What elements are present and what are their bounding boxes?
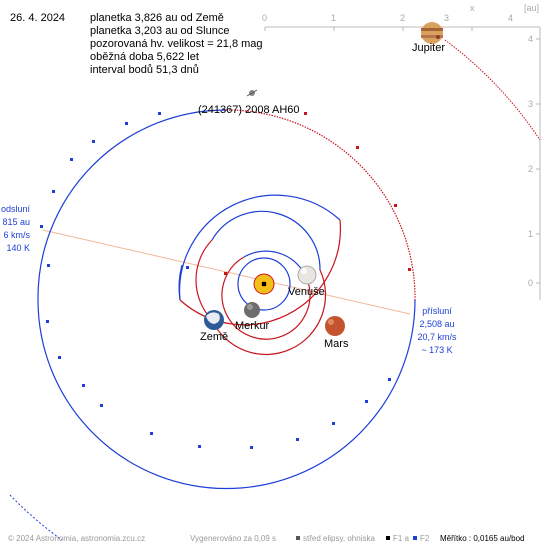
- x-axis-label: x: [470, 3, 475, 13]
- aphelion-speed: 6 km/s: [3, 230, 30, 240]
- date-label: 26. 4. 2024: [10, 12, 66, 24]
- copyright-text: © 2024 Astronomia, astronomia.zcu.cz: [8, 534, 146, 543]
- aphelion-block: odsluní 815 au 6 km/s 140 K: [0, 203, 30, 255]
- info-line: interval bodů 51,3 dnů: [90, 64, 199, 76]
- legend-center-marker: [296, 536, 300, 540]
- right-tick: 1: [528, 229, 534, 239]
- top-tick: 0: [262, 13, 268, 23]
- perihelion-title: přísluní: [422, 306, 452, 316]
- venus-label: Venuše: [288, 286, 325, 298]
- orbit-point-markers: [40, 112, 391, 449]
- jupiter-label: Jupiter: [412, 42, 446, 54]
- asteroid-orbit-blue-upper: [37, 109, 227, 301]
- aphelion-title: odsluní: [0, 204, 30, 214]
- legend-center-text: střed elipsy, ohniska: [303, 534, 375, 543]
- unit-label: [au]: [524, 3, 540, 13]
- mars-orbit-link: [178, 264, 183, 301]
- top-tick: 1: [331, 13, 337, 23]
- jupiter-orbit: [444, 39, 541, 141]
- legend-f1-text: F1 a: [393, 534, 410, 543]
- info-panel: planetka 3,826 au od Země planetka 3,203…: [90, 12, 263, 77]
- mars-icon: [325, 316, 345, 336]
- earth-orbit-blue: [211, 210, 321, 271]
- legend-f1-marker: [386, 536, 390, 540]
- perihelion-distance: 2,508 au: [419, 319, 455, 329]
- venus-orbit-red: [221, 256, 311, 340]
- mars-label: Mars: [324, 338, 349, 350]
- top-tick: 3: [444, 13, 450, 23]
- mercury-icon: [244, 302, 260, 318]
- jupiter-icon: [421, 22, 443, 44]
- earth-icon: [204, 310, 224, 330]
- earth-orbit-red: [195, 239, 327, 356]
- axes: [264, 26, 541, 300]
- legend-f2-text: F2: [420, 534, 430, 543]
- asteroid-icon: [246, 89, 258, 97]
- right-tick: 2: [528, 164, 534, 174]
- top-tick: 2: [400, 13, 406, 23]
- earth-label: Země: [200, 331, 229, 343]
- orbit-point-markers-red: [224, 112, 411, 275]
- generated-text: Vygenerováno za 0,09 s: [190, 534, 276, 543]
- mars-orbit-blue: [178, 194, 341, 301]
- asteroid-orbit-blue: [37, 299, 416, 490]
- planet-orbits: [178, 194, 342, 356]
- info-line: planetka 3,826 au od Země: [90, 12, 224, 24]
- right-tick: 3: [528, 99, 534, 109]
- perihelion-temp: ~ 173 K: [421, 345, 453, 355]
- perihelion-block: přísluní 2,508 au 20,7 km/s ~ 173 K: [412, 305, 462, 357]
- mercury-orbit: [237, 257, 291, 311]
- asteroid-label: (241367) 2008 AH60: [198, 104, 300, 116]
- legend-f2-marker: [413, 536, 417, 540]
- aphelion-distance: 815 au: [2, 217, 30, 227]
- scale-text: Měřítko : 0,0165 au/bod: [440, 534, 525, 543]
- info-line: planetka 3,203 au od Slunce: [90, 25, 230, 37]
- asteroid-orbit-red: [225, 109, 416, 301]
- info-line: pozorovaná hv. velikost = 21,8 mag: [90, 38, 263, 50]
- right-tick: 4: [528, 34, 534, 44]
- sun-icon: [253, 273, 275, 295]
- aphelion-temp: 140 K: [6, 243, 30, 253]
- perihelion-speed: 20,7 km/s: [417, 332, 457, 342]
- right-tick: 0: [528, 278, 534, 288]
- venus-icon: [297, 265, 317, 285]
- info-line: oběžná doba 5,622 let: [90, 51, 199, 63]
- top-tick: 4: [508, 13, 514, 23]
- mercury-label: Merkur: [235, 320, 270, 332]
